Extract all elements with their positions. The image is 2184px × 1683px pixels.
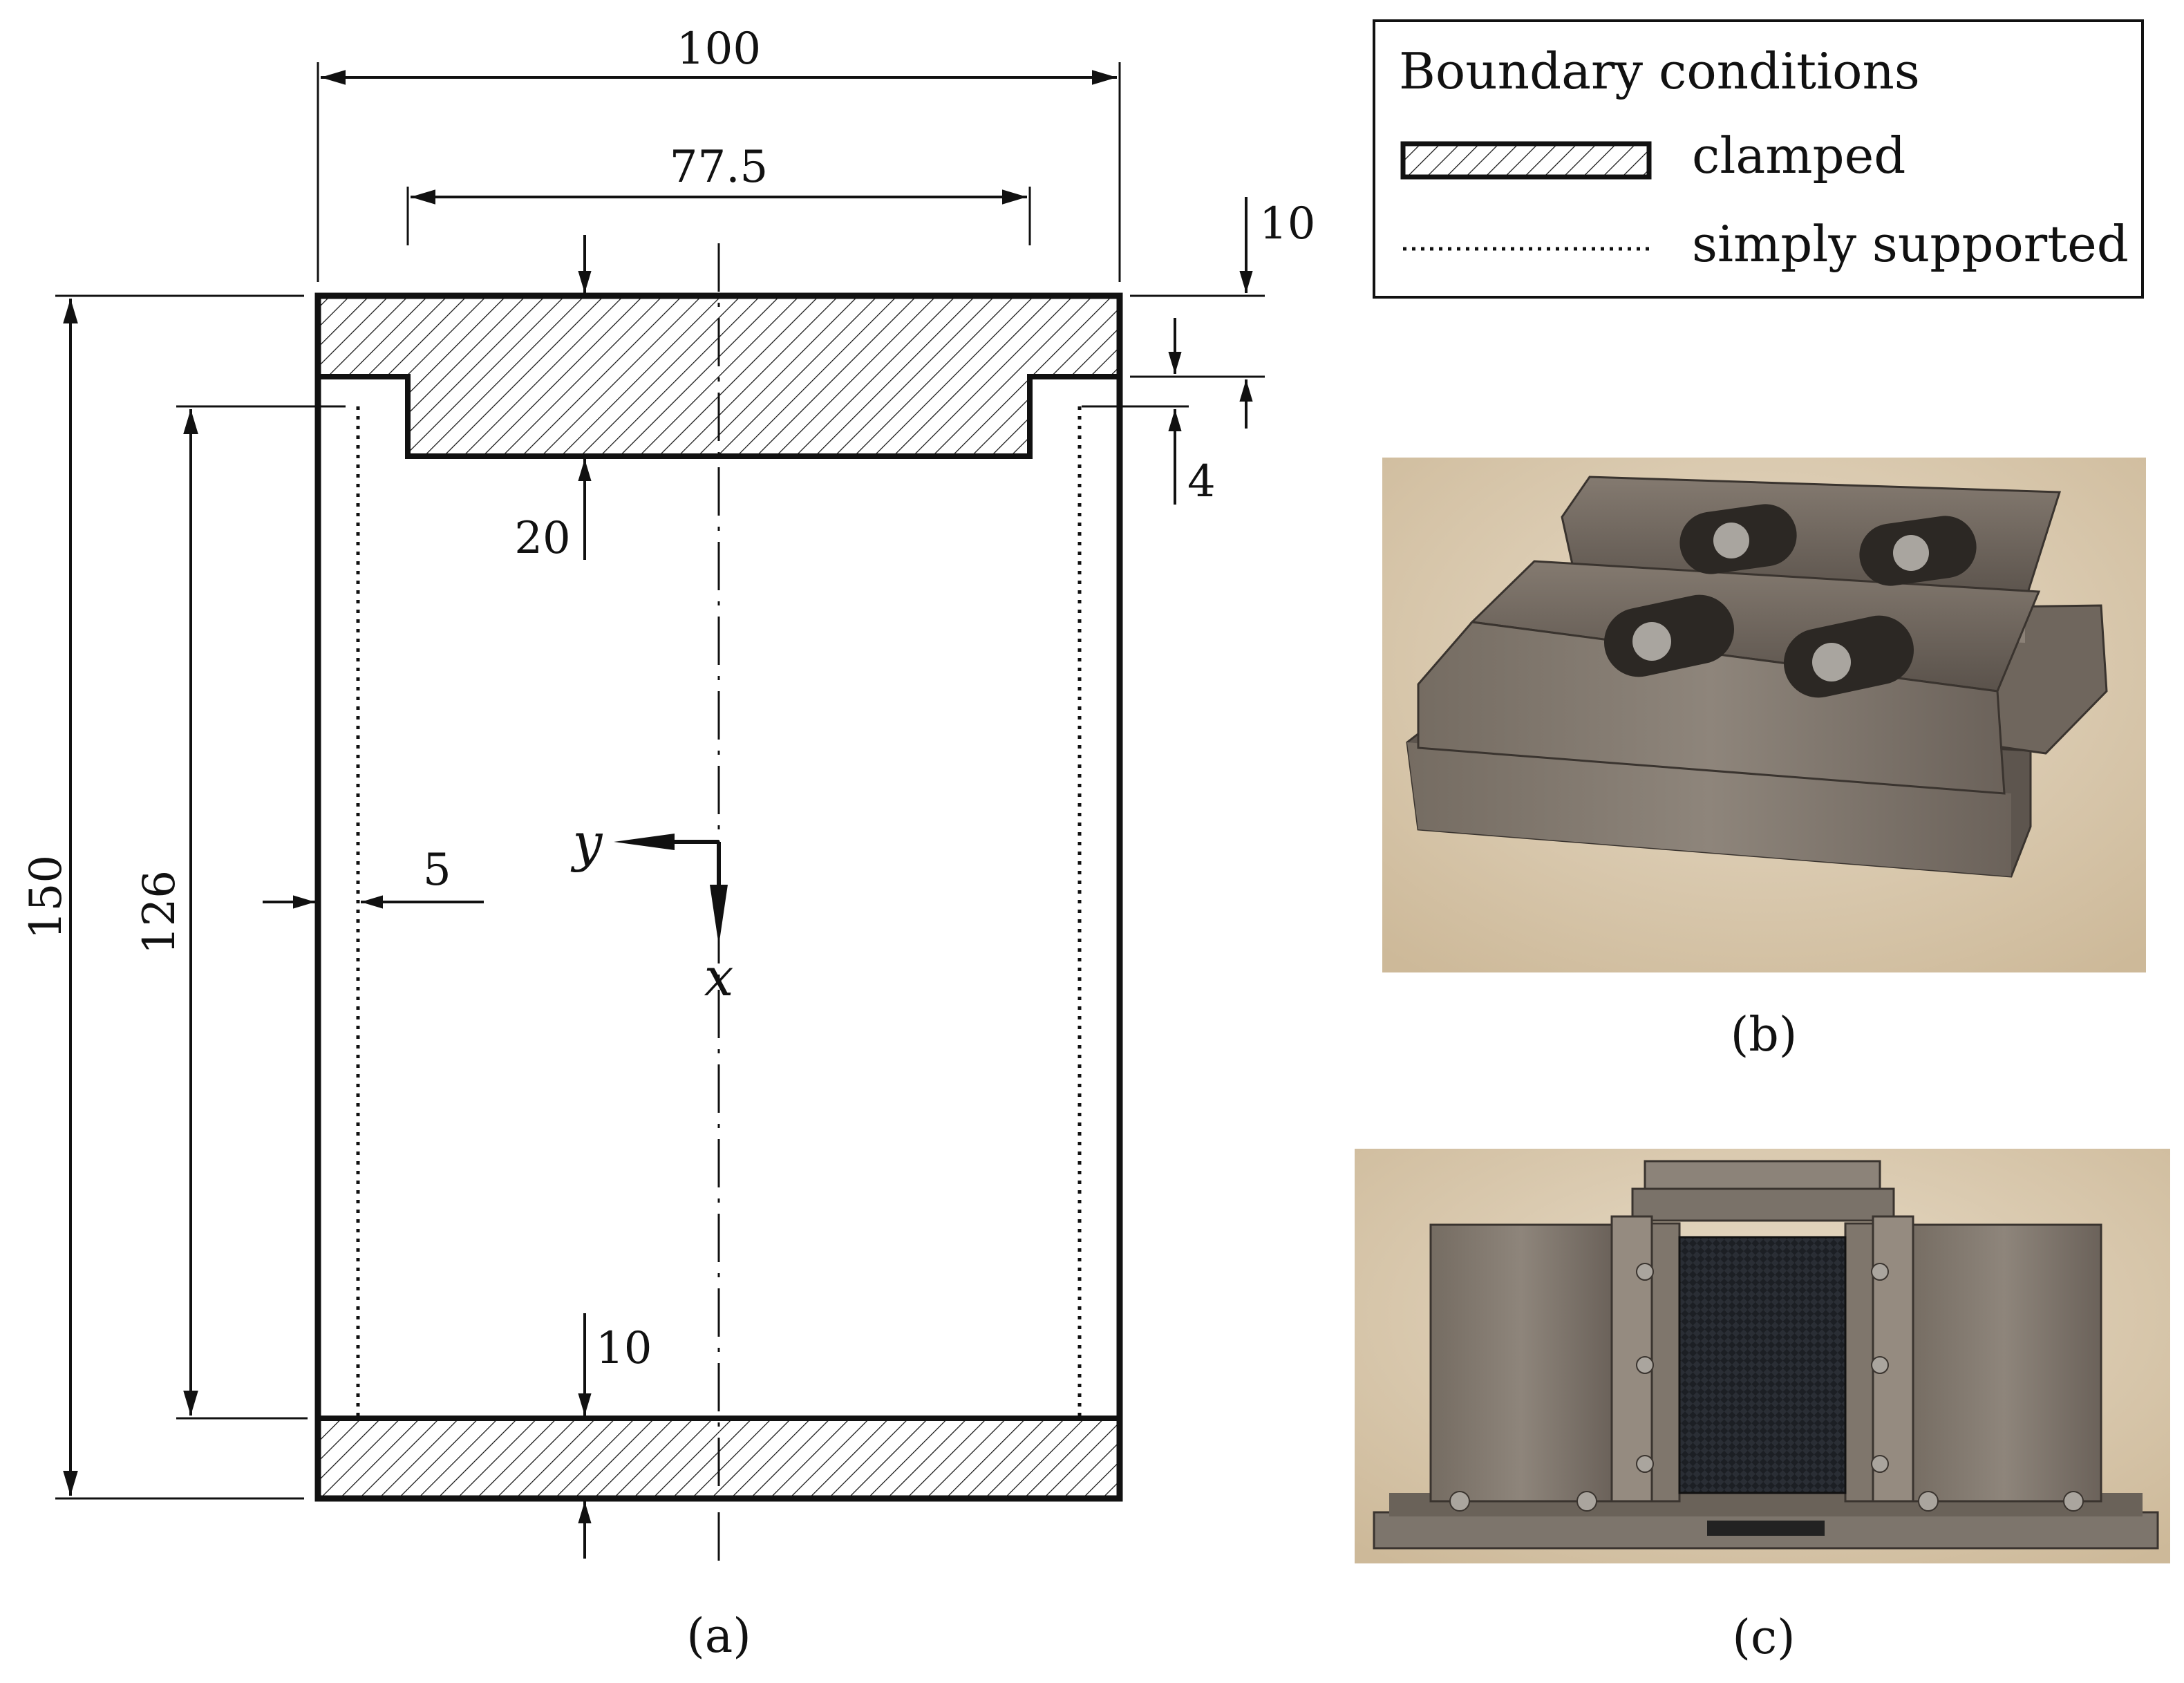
dim-label-10-bottom: 10 xyxy=(596,1323,652,1374)
legend-title: Boundary conditions xyxy=(1399,42,1920,100)
dim-label-5: 5 xyxy=(423,845,451,896)
dim-label-77-5: 77.5 xyxy=(670,142,769,193)
top-clamp xyxy=(315,293,1122,459)
axis-label-x: x xyxy=(704,946,734,1008)
dim-width-total: 100 xyxy=(317,23,1121,282)
coordinate-axes: y x xyxy=(571,811,734,1008)
photo-c-bolts xyxy=(1449,1263,2084,1512)
drawing-panel-a: 100 77.5 20 10 4 xyxy=(21,23,1315,1664)
dim-height-supported: 126 xyxy=(134,405,346,1420)
legend-simply-supported-label: simply supported xyxy=(1692,215,2129,273)
dim-height-total: 150 xyxy=(21,294,304,1500)
dim-top-clamp-right: 10 4 xyxy=(1082,197,1315,507)
dim-label-150: 150 xyxy=(21,855,72,939)
legend-clamped-swatch xyxy=(1400,141,1652,180)
legend-clamped-label: clamped xyxy=(1692,126,1905,185)
caption-a: (a) xyxy=(686,1609,751,1664)
dim-edge-offset: 5 xyxy=(263,845,484,909)
axis-label-y: y xyxy=(571,811,603,873)
photo-b: (b) xyxy=(1382,458,2146,1062)
dim-label-20: 20 xyxy=(514,513,570,564)
dim-label-100: 100 xyxy=(677,23,761,75)
legend: Boundary conditions clamped simply suppo… xyxy=(1373,19,2144,299)
carbon-specimen xyxy=(1678,1236,1847,1494)
caption-b: (b) xyxy=(1731,1008,1798,1062)
dim-label-126: 126 xyxy=(134,870,185,955)
photo-c: (c) xyxy=(1355,1149,2170,1665)
dim-label-10-top: 10 xyxy=(1259,198,1315,250)
dim-width-inner: 77.5 xyxy=(406,142,1031,245)
dim-label-4: 4 xyxy=(1187,456,1216,507)
dim-bottom-clamp: 10 xyxy=(578,1313,652,1559)
photo-b-bolts xyxy=(1603,504,1977,698)
caption-c: (c) xyxy=(1732,1610,1795,1665)
